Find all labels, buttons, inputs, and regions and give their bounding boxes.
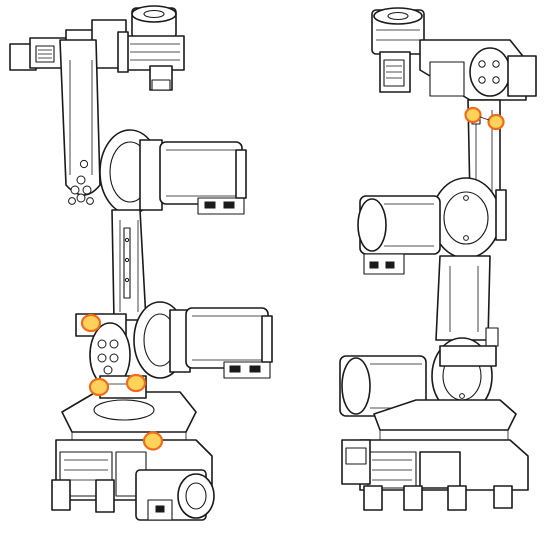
marker-lower-link-bracket[interactable]: [80, 313, 102, 333]
shoulder-joint: [133, 301, 273, 379]
joint-markers-right: [464, 106, 505, 131]
upper-link: [59, 39, 101, 205]
wrist-actuator-rear: [371, 7, 425, 93]
marker-base-flange-right[interactable]: [125, 373, 147, 393]
base-rear: [341, 399, 529, 511]
rear-right-view: [339, 7, 537, 511]
elbow-joint: [99, 129, 247, 215]
base-housing: [51, 439, 215, 521]
shoulder-joint-rear: [339, 337, 497, 417]
marker-wrist-bracket-left[interactable]: [464, 106, 482, 124]
wrist-actuator: [117, 5, 185, 91]
wrist-bracket-rear: [419, 39, 537, 101]
elbow-joint-rear: [357, 177, 507, 275]
marker-wrist-bracket-right[interactable]: [487, 113, 505, 131]
joint-markers-left: [80, 313, 164, 451]
middle-link-rear: [435, 255, 499, 347]
marker-base-flange-left[interactable]: [88, 377, 110, 397]
front-left-view: [9, 5, 273, 521]
middle-link: [111, 209, 147, 321]
marker-turntable-front[interactable]: [142, 431, 164, 451]
